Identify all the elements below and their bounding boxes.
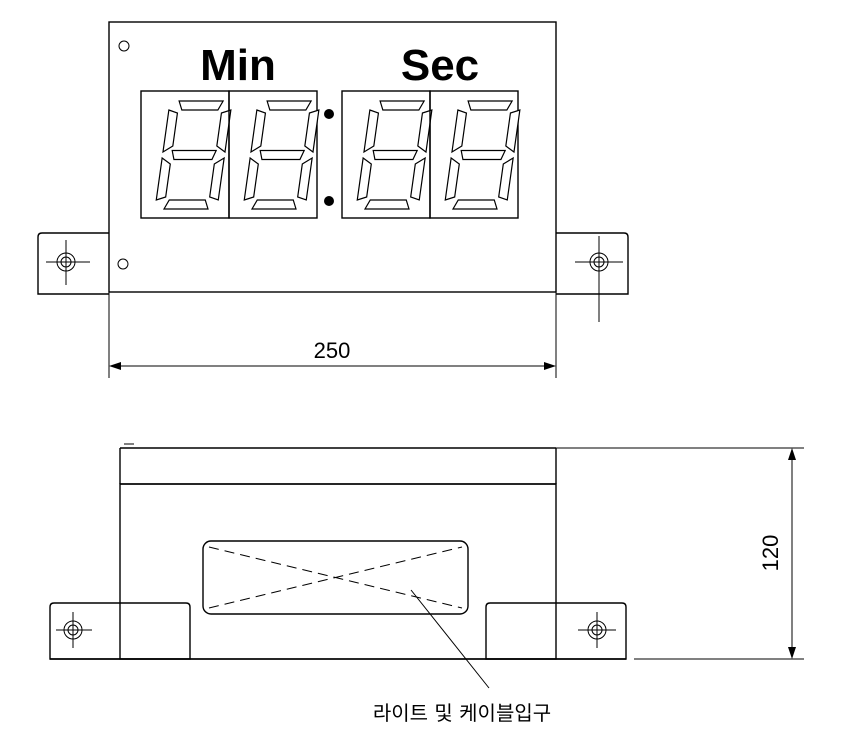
- segment-a: [266, 100, 313, 111]
- digit-window-sec-ones: [429, 90, 521, 219]
- segment-b: [304, 109, 320, 154]
- colon-dot-top: [324, 109, 334, 119]
- cable-entry-window: [202, 540, 469, 615]
- minutes-label: Min: [200, 41, 276, 90]
- screw-hole-top-left: [118, 40, 130, 52]
- segment-d: [162, 199, 209, 210]
- segment-b: [216, 109, 232, 154]
- segment-e: [444, 156, 460, 201]
- front-view: Min Sec: [37, 21, 629, 378]
- segment-d: [250, 199, 297, 210]
- segment-a: [467, 100, 514, 111]
- segment-e: [356, 156, 372, 201]
- front-housing: [108, 21, 557, 293]
- segment-e: [155, 156, 171, 201]
- segment-g: [259, 149, 306, 161]
- segment-c: [498, 156, 514, 201]
- segment-c: [297, 156, 313, 201]
- segment-g: [372, 149, 419, 161]
- digit-window-min-tens: [140, 90, 232, 219]
- segment-b: [417, 109, 433, 154]
- width-dimension: 250: [108, 292, 557, 378]
- front-bracket-left: [37, 232, 109, 295]
- segment-a: [379, 100, 426, 111]
- segment-d: [363, 199, 410, 210]
- width-dimension-label: 250: [314, 338, 351, 363]
- side-bracket-right: [485, 602, 627, 660]
- segment-g: [460, 149, 507, 161]
- segment-a: [178, 100, 225, 111]
- segment-g: [171, 149, 218, 161]
- segment-c: [410, 156, 426, 201]
- colon-dot-bottom: [324, 196, 334, 206]
- height-dimension: 120: [556, 447, 804, 660]
- seconds-label: Sec: [401, 41, 479, 90]
- height-dimension-label: 120: [758, 535, 783, 572]
- screw-hole-bottom-left: [117, 258, 129, 270]
- callout-leader: [410, 589, 490, 689]
- segment-f: [451, 109, 468, 154]
- digit-window-min-ones: [228, 90, 320, 219]
- segment-f: [162, 109, 179, 154]
- segment-e: [243, 156, 259, 201]
- side-view: 120 라이트 및 케이블입구: [49, 443, 804, 725]
- side-housing: [119, 483, 557, 660]
- segment-f: [250, 109, 267, 154]
- segment-c: [209, 156, 225, 201]
- front-bracket-right: [556, 232, 629, 322]
- segment-f: [363, 109, 380, 154]
- cable-entry-callout: 라이트 및 케이블입구: [373, 701, 551, 725]
- segment-b: [505, 109, 521, 154]
- side-bracket-left: [49, 602, 191, 660]
- segment-d: [451, 199, 498, 210]
- digit-window-sec-tens: [341, 90, 433, 219]
